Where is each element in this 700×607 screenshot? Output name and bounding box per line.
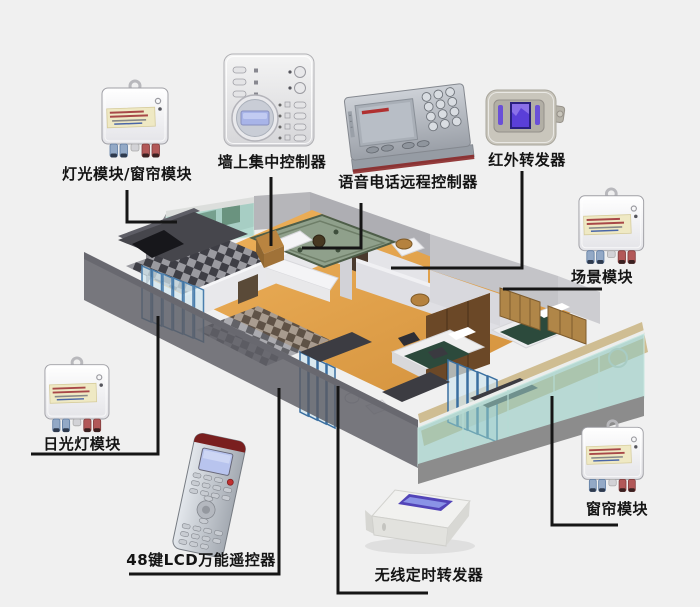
scene-module-image bbox=[577, 187, 646, 266]
label-scene-module: 场景模块 bbox=[570, 268, 634, 286]
label-light-curtain-module: 灯光模块/窗帘模块 bbox=[62, 165, 192, 183]
fluorescent-module-image bbox=[43, 356, 111, 434]
line-ir-repeater bbox=[391, 171, 524, 270]
connector-lines bbox=[31, 171, 618, 595]
curtain-module-image bbox=[580, 419, 645, 494]
line-voice-phone-controller bbox=[302, 203, 363, 250]
label-wall-controller: 墙上集中控制器 bbox=[217, 153, 327, 171]
wireless-timer-repeater-image bbox=[365, 489, 475, 554]
wall-controller-image bbox=[223, 53, 315, 147]
line-fluorescent-module bbox=[31, 316, 160, 456]
line-curtain-module bbox=[550, 396, 618, 527]
label-lcd-remote: 48键LCD万能遥控器 bbox=[126, 551, 276, 569]
light-curtain-module-image bbox=[100, 79, 170, 159]
label-curtain-module: 窗帘模块 bbox=[585, 500, 649, 518]
house-floorplan-3d bbox=[84, 192, 648, 484]
label-fluorescent-module: 日光灯模块 bbox=[43, 435, 121, 453]
line-wireless-timer bbox=[336, 386, 428, 595]
lcd-remote-image bbox=[172, 432, 246, 558]
voice-phone-controller-image bbox=[343, 83, 475, 174]
ir-repeater-image bbox=[485, 89, 566, 146]
line-light-curtain-module bbox=[125, 190, 177, 224]
label-voice-phone-controller: 语音电话远程控制器 bbox=[338, 173, 478, 191]
label-ir-repeater: 红外转发器 bbox=[488, 151, 566, 169]
line-lcd-remote bbox=[129, 388, 281, 576]
label-wireless-timer: 无线定时转发器 bbox=[374, 566, 484, 584]
